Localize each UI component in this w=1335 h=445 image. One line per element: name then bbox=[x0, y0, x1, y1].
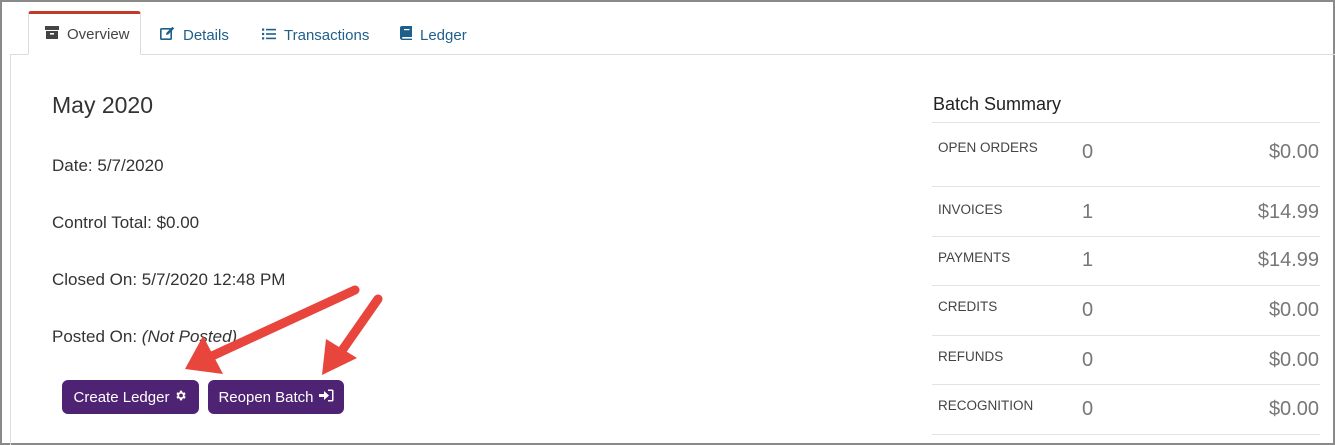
tab-overview[interactable]: Overview bbox=[28, 11, 141, 55]
archive-icon bbox=[45, 25, 59, 43]
posted-on-field: Posted On: (Not Posted) bbox=[52, 327, 237, 347]
summary-row-amount: $0.00 bbox=[1268, 299, 1319, 321]
summary-row-count: 0 bbox=[1082, 349, 1094, 371]
summary-row-recognition: RECOGNITION 0 $0.00 bbox=[932, 385, 1320, 435]
summary-row-count: 0 bbox=[1082, 141, 1094, 163]
gear-icon bbox=[174, 389, 187, 406]
summary-row-label: REFUNDS bbox=[938, 349, 1004, 364]
summary-row-amount: $0.00 bbox=[1268, 349, 1319, 371]
sign-in-icon bbox=[318, 389, 334, 406]
control-total-value: $0.00 bbox=[156, 213, 200, 232]
batch-summary-table: OPEN ORDERS 0 $0.00 INVOICES 1 $14.99 PA… bbox=[932, 122, 1320, 435]
create-ledger-button[interactable]: Create Ledger bbox=[62, 380, 199, 414]
summary-row-label: RECOGNITION bbox=[938, 398, 1034, 413]
tab-label: Overview bbox=[67, 25, 130, 43]
summary-row-label: PAYMENTS bbox=[938, 250, 1011, 265]
tab-details[interactable]: Details bbox=[160, 15, 229, 55]
tab-label: Details bbox=[183, 26, 229, 44]
list-icon bbox=[262, 27, 276, 44]
date-value: 5/7/2020 bbox=[97, 156, 164, 175]
tab-transactions[interactable]: Transactions bbox=[262, 15, 369, 55]
summary-row-label: OPEN ORDERS bbox=[938, 140, 1038, 155]
batch-summary-title: Batch Summary bbox=[933, 94, 1062, 114]
summary-row-label: INVOICES bbox=[938, 202, 1003, 217]
tab-bar: Overview Details Transactions Ledger bbox=[10, 0, 1335, 55]
posted-on-value: (Not Posted) bbox=[141, 327, 238, 346]
summary-row-count: 1 bbox=[1082, 249, 1094, 271]
date-field: Date: 5/7/2020 bbox=[52, 156, 164, 176]
summary-row-amount: $14.99 bbox=[1257, 201, 1319, 223]
posted-on-label: Posted On: bbox=[52, 327, 138, 346]
control-total-label: Control Total: bbox=[52, 213, 152, 232]
summary-row-amount: $0.00 bbox=[1268, 141, 1319, 163]
summary-row-payments: PAYMENTS 1 $14.99 bbox=[932, 237, 1320, 286]
create-ledger-label: Create Ledger bbox=[73, 388, 170, 406]
reopen-batch-label: Reopen Batch bbox=[218, 388, 314, 406]
date-label: Date: bbox=[52, 156, 93, 175]
summary-row-refunds: REFUNDS 0 $0.00 bbox=[932, 336, 1320, 385]
closed-on-field: Closed On: 5/7/2020 12:48 PM bbox=[52, 270, 285, 290]
tab-label: Transactions bbox=[284, 26, 370, 44]
tab-label: Ledger bbox=[420, 26, 467, 44]
tab-ledger[interactable]: Ledger bbox=[400, 15, 467, 55]
summary-row-count: 0 bbox=[1082, 398, 1094, 420]
summary-row-amount: $14.99 bbox=[1257, 249, 1319, 271]
summary-row-amount: $0.00 bbox=[1268, 398, 1319, 420]
summary-row-count: 1 bbox=[1082, 201, 1094, 223]
book-icon bbox=[400, 26, 412, 44]
content-border bbox=[10, 54, 11, 445]
reopen-batch-button[interactable]: Reopen Batch bbox=[208, 380, 344, 414]
page-title: May 2020 bbox=[52, 92, 154, 118]
summary-row-open-orders: OPEN ORDERS 0 $0.00 bbox=[932, 123, 1320, 187]
closed-on-value: 5/7/2020 12:48 PM bbox=[141, 270, 286, 289]
summary-row-credits: CREDITS 0 $0.00 bbox=[932, 286, 1320, 336]
closed-on-label: Closed On: bbox=[52, 270, 138, 289]
summary-row-label: CREDITS bbox=[938, 299, 998, 314]
control-total-field: Control Total: $0.00 bbox=[52, 213, 199, 233]
summary-row-count: 0 bbox=[1082, 299, 1094, 321]
summary-row-invoices: INVOICES 1 $14.99 bbox=[932, 187, 1320, 237]
edit-icon bbox=[160, 26, 175, 44]
